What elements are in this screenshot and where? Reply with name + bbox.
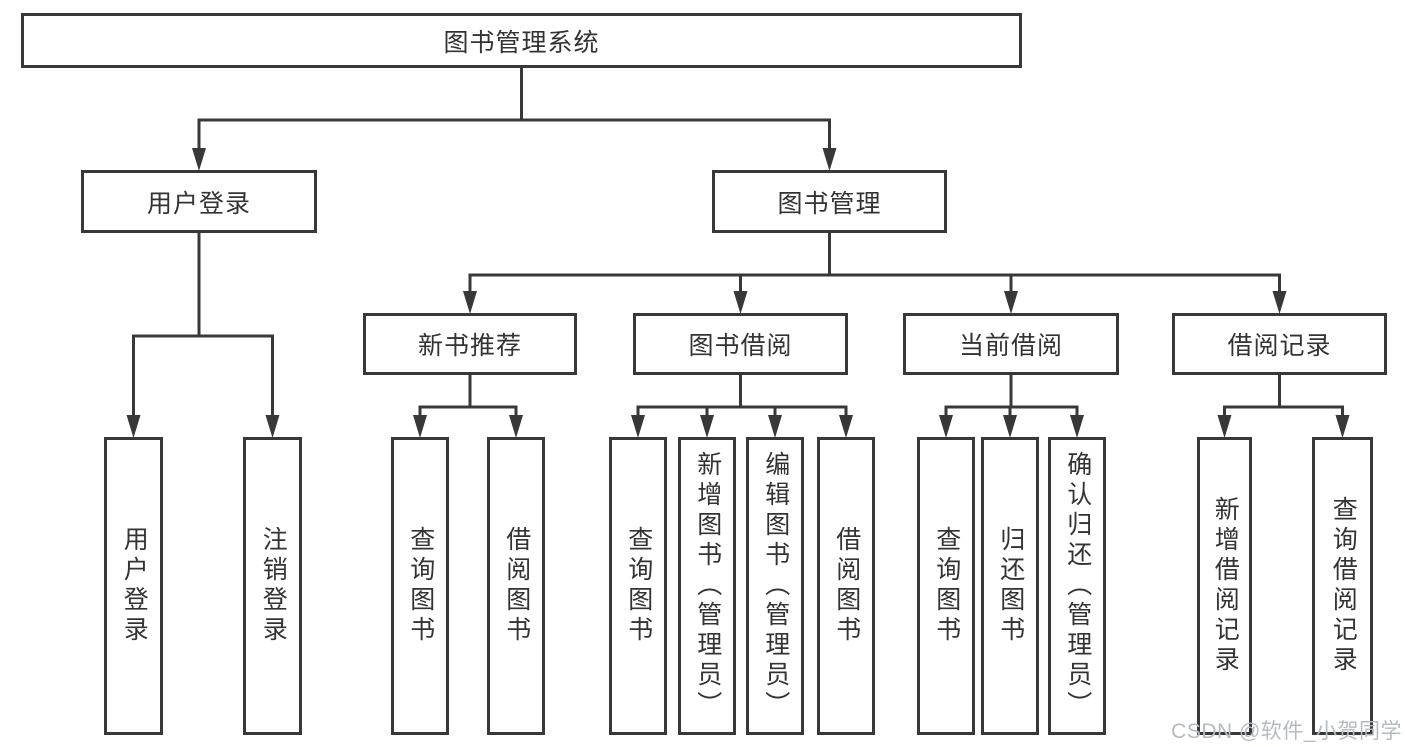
node-label: 新增图书（管理员） [693,451,722,721]
leaf-confirm-return-admin: 确认归还（管理员） [1048,437,1106,735]
node-label: 查询图书 [406,526,435,646]
node-label: 新增借阅记录 [1211,496,1240,676]
node-borrowing-records: 借阅记录 [1172,313,1387,375]
leaf-borrow-books-recommend: 借阅图书 [487,437,545,735]
node-label: 查询图书 [624,526,653,646]
leaf-add-books-admin: 新增图书（管理员） [678,437,736,735]
arrowhead-icon [1217,415,1232,438]
node-label: 新书推荐 [417,332,522,360]
arrowhead-icon [1070,415,1084,438]
leaf-query-books-borrowing: 查询图书 [609,437,667,735]
node-label: 当前借阅 [958,332,1063,360]
arrowhead-icon [463,291,477,314]
leaf-edit-books-admin: 编辑图书（管理员） [746,437,804,735]
node-label: 借阅图书 [832,526,861,646]
node-book-borrowing: 图书借阅 [633,313,848,375]
node-label: 归还图书 [996,526,1025,646]
arrowhead-icon [413,415,427,438]
node-label: 注销登录 [259,526,288,646]
node-label: 编辑图书（管理员） [761,451,790,721]
arrowhead-icon [1003,415,1017,438]
arrowhead-icon [1272,291,1287,314]
node-label: 借阅记录 [1227,332,1332,360]
node-current-borrowing: 当前借阅 [903,313,1119,375]
arrowhead-icon [700,415,714,438]
leaf-user-login: 用户登录 [104,437,163,735]
node-label: 查询借阅记录 [1329,496,1358,676]
leaf-borrow-books-borrowing: 借阅图书 [817,437,875,735]
leaf-add-borrow-record: 新增借阅记录 [1197,437,1252,735]
arrowhead-icon [192,148,206,171]
arrowhead-icon [1004,291,1018,314]
node-label: 借阅图书 [502,526,531,646]
node-label: 图书借阅 [688,332,793,360]
node-label: 确认归还（管理员） [1063,451,1092,721]
node-user-login: 用户登录 [81,170,317,233]
leaf-query-books-current: 查询图书 [917,437,975,735]
node-label: 用户登录 [120,526,149,646]
leaf-query-books-recommend: 查询图书 [391,437,449,735]
arrowhead-icon [939,415,953,438]
arrowhead-icon [839,415,853,438]
csdn-watermark: CSDN @软件_小贺同学 [1171,720,1402,743]
arrowhead-icon [822,148,837,171]
node-label: 用户登录 [146,189,251,218]
leaf-return-books: 归还图书 [981,437,1039,735]
node-label: 图书管理系统 [443,28,600,57]
arrowhead-icon [126,415,141,438]
arrowhead-icon [768,415,782,438]
arrowhead-icon [509,415,523,438]
node-label: 图书管理 [777,189,882,218]
leaf-logout: 注销登录 [243,437,302,735]
arrowhead-icon [265,415,280,438]
node-book-management: 图书管理 [712,170,947,233]
arrowhead-icon [1335,415,1350,438]
node-label: 查询图书 [932,526,961,646]
arrowhead-icon [733,291,748,314]
node-library-system: 图书管理系统 [21,13,1022,68]
node-new-book-recommendation: 新书推荐 [363,313,577,375]
arrowhead-icon [631,415,645,438]
leaf-query-borrow-record: 查询借阅记录 [1312,437,1373,735]
